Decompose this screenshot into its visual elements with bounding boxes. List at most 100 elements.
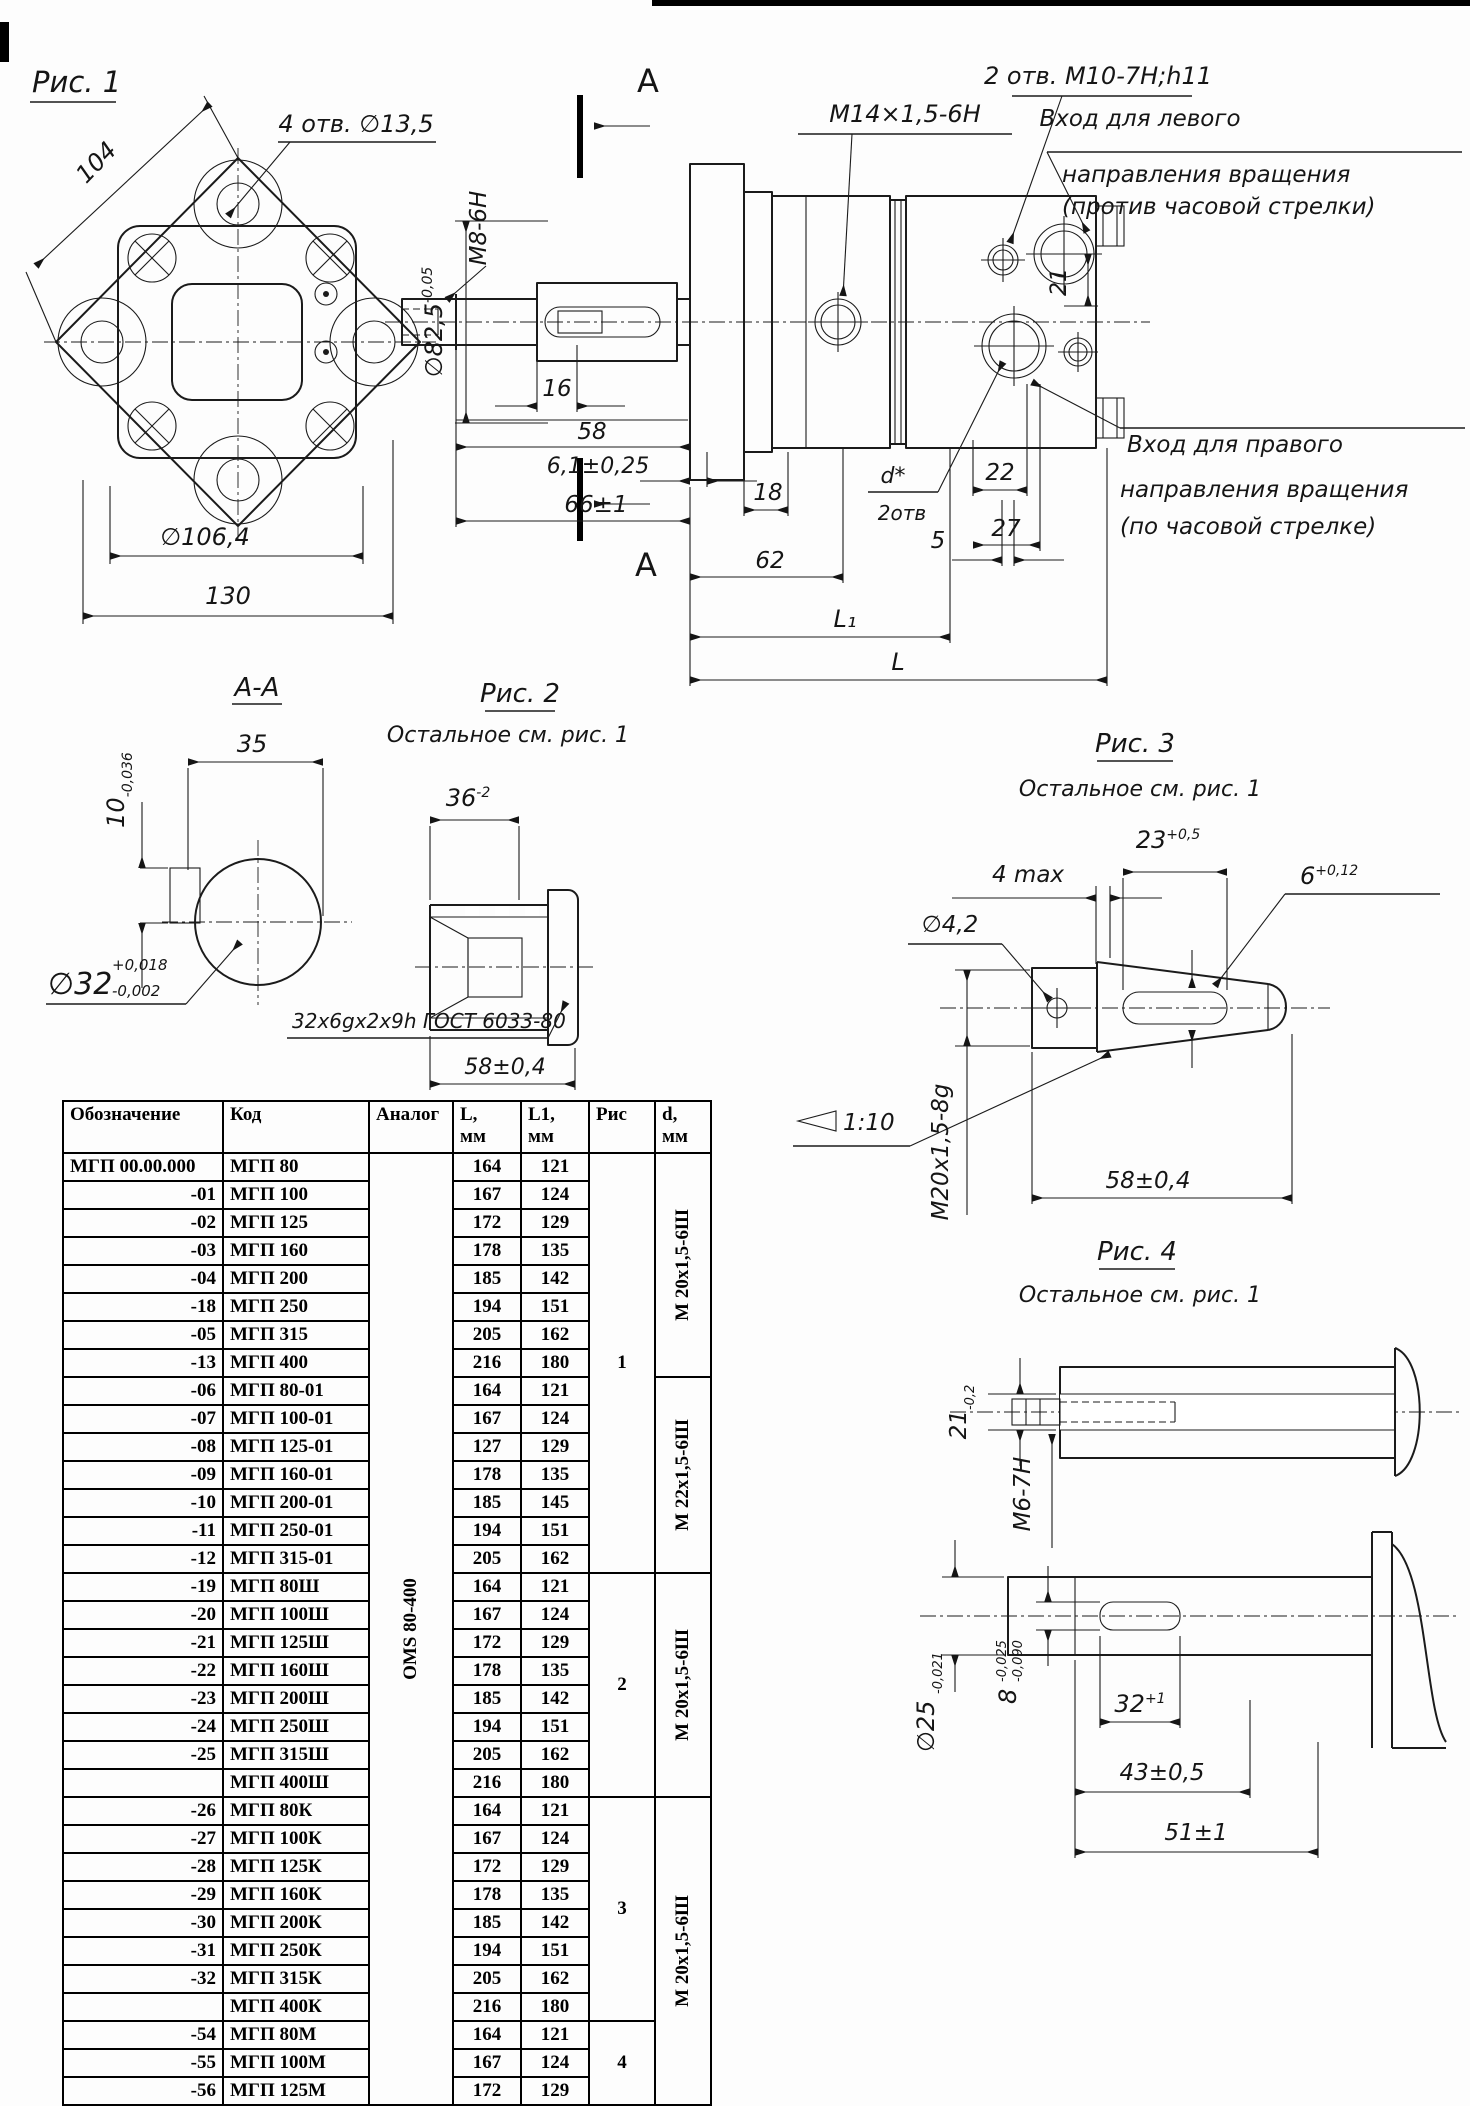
cell-L: 172 — [452, 2076, 522, 2106]
fig4-d25-tolerance: -0,021 — [931, 1652, 946, 1694]
fig1-right-input-3: (по часовой стрелке) — [1120, 514, 1376, 540]
fig3-dim-6: 6+0,12 — [1300, 862, 1358, 890]
fig4-d8-tol-up: -0,025 — [995, 1640, 1010, 1682]
scan-artifact-top-bar — [652, 0, 1470, 6]
cell-L1: 121 — [520, 2020, 590, 2050]
fig1-dim-130: 130 — [205, 582, 251, 610]
cell-code: МГП 315Ш — [222, 1740, 370, 1770]
cell-L1: 124 — [520, 2048, 590, 2078]
fig1-dim-22: 22 — [985, 460, 1014, 486]
d10-base: 10 — [102, 797, 130, 828]
cell-designation: -29 — [62, 1880, 224, 1910]
fig3-m20-label: М20х1,5-8g — [928, 1084, 954, 1221]
cell-designation: -27 — [62, 1824, 224, 1854]
analog-value: OMS 80-400 — [400, 1578, 421, 1680]
drawing-canvas: Рис. 1 4 отв. ∅13,5 104 ∅106,4 — [0, 0, 1470, 1858]
cell-L: 164 — [452, 2020, 522, 2050]
cell-L: 216 — [452, 1348, 522, 1378]
cell-designation: -23 — [62, 1684, 224, 1714]
cell-L: 178 — [452, 1880, 522, 1910]
cell-L1: 142 — [520, 1908, 590, 1938]
aa-dim-10: 10-0,036 — [102, 752, 136, 828]
cell-L: 167 — [452, 1600, 522, 1630]
cell-L: 164 — [452, 1796, 522, 1826]
cell-L: 185 — [452, 1488, 522, 1518]
d-value: М 20х1,5-6Ш — [672, 1209, 693, 1321]
cell-L1: 145 — [520, 1488, 590, 1518]
fig4-m6-label: М6-7Н — [1010, 1457, 1036, 1532]
fig2-subtitle: Остальное см. рис. 1 — [387, 723, 629, 748]
cell-designation: -01 — [62, 1180, 224, 1210]
fig1-dim-66: 66±1 — [564, 492, 627, 518]
cell-code: МГП 80К — [222, 1796, 370, 1826]
fig1-right-input-2: направления вращения — [1120, 477, 1408, 503]
fig1-left-input-2: направления вращения — [1062, 162, 1350, 188]
d36-base: 36 — [446, 784, 477, 812]
cell-designation: -21 — [62, 1628, 224, 1658]
cell-designation: -19 — [62, 1572, 224, 1602]
cell-d: М 20х1,5-6Ш — [654, 1796, 712, 2106]
cell-L1: 151 — [520, 1712, 590, 1742]
cell-designation: -09 — [62, 1460, 224, 1490]
cell-fig: 3 — [588, 1796, 656, 2022]
cell-L1: 121 — [520, 1376, 590, 1406]
cell-designation: -31 — [62, 1936, 224, 1966]
cell-L1: 121 — [520, 1572, 590, 1602]
cell-code: МГП 250 — [222, 1292, 370, 1322]
cell-L: 172 — [452, 1208, 522, 1238]
cell-code: МГП 100Ш — [222, 1600, 370, 1630]
fig3-view: Рис. 3 Остальное см. рис. 1 4 max 23+0,5… — [793, 729, 1440, 1220]
cell-designation — [62, 1992, 224, 2022]
fig1-dim-62: 62 — [755, 548, 784, 574]
cell-L: 205 — [452, 1320, 522, 1350]
cell-designation: -24 — [62, 1712, 224, 1742]
fig1-side-view: A A М8-6Н ∅82,5-0,05 16 58 6,1±0,25 66 — [385, 62, 1465, 686]
cell-L: 127 — [452, 1432, 522, 1462]
header-code: Код — [222, 1100, 370, 1154]
fig4-dim-43: 43±0,5 — [1119, 1760, 1204, 1786]
aa-dim-35: 35 — [237, 730, 268, 758]
cell-designation: -28 — [62, 1852, 224, 1882]
cell-designation: -13 — [62, 1348, 224, 1378]
d6-base: 6 — [1300, 862, 1315, 890]
d21-tolerance: -0,2 — [963, 1385, 978, 1410]
fig4-dim-51: 51±1 — [1164, 1820, 1227, 1846]
cell-designation: -03 — [62, 1236, 224, 1266]
cell-L1: 162 — [520, 1740, 590, 1770]
cell-code: МГП 100 — [222, 1180, 370, 1210]
cell-L: 205 — [452, 1740, 522, 1770]
fig1-left-input-1: Вход для левого — [1039, 106, 1240, 132]
cell-L: 205 — [452, 1544, 522, 1574]
cell-designation — [62, 1768, 224, 1798]
cell-code: МГП 100М — [222, 2048, 370, 2078]
cell-code: МГП 160Ш — [222, 1656, 370, 1686]
header-designation: Обозначение — [62, 1100, 224, 1154]
cell-code: МГП 80Ш — [222, 1572, 370, 1602]
cell-designation: -32 — [62, 1964, 224, 1994]
cell-designation: -54 — [62, 2020, 224, 2050]
cell-fig: 1 — [588, 1152, 656, 1574]
section-letter-top: A — [637, 62, 659, 100]
cell-designation: -10 — [62, 1488, 224, 1518]
cell-L: 167 — [452, 1180, 522, 1210]
cell-L1: 121 — [520, 1152, 590, 1182]
fig3-dim-23: 23+0,5 — [1136, 826, 1201, 854]
cell-L1: 151 — [520, 1292, 590, 1322]
cell-code: МГП 200Ш — [222, 1684, 370, 1714]
cell-L: 178 — [452, 1460, 522, 1490]
cell-L1: 121 — [520, 1796, 590, 1826]
cell-L: 178 — [452, 1236, 522, 1266]
fig1-right-input-1: Вход для правого — [1127, 432, 1343, 458]
cell-designation: -18 — [62, 1292, 224, 1322]
header-fig: Рис — [588, 1100, 656, 1154]
